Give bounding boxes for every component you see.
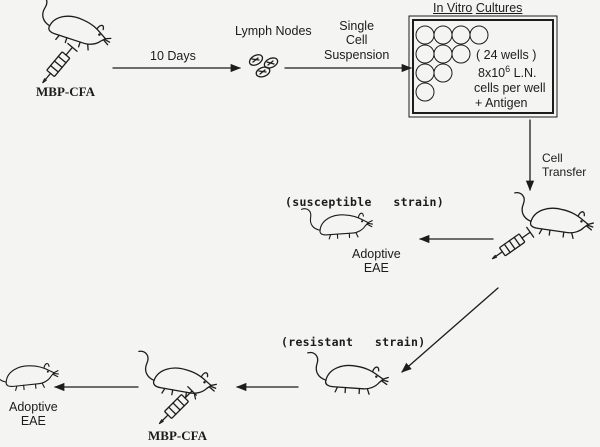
in-vitro-cultures-title: In Vitro Cultures xyxy=(433,1,522,15)
cells-count-base: 8x10 xyxy=(478,66,506,81)
lymph-nodes-label: Lymph Nodes xyxy=(235,24,312,38)
syringe-top-icon xyxy=(37,42,78,88)
cells-count-exponent: 6 xyxy=(505,64,511,74)
resistant-strain-label: (resistant strain) xyxy=(281,335,426,349)
susceptible-strain-label: (susceptible strain) xyxy=(285,195,444,209)
syringe-transfer-icon xyxy=(488,226,535,265)
mbp-cfa-bottom-label: MBP-CFA xyxy=(148,428,207,443)
cultures-label: Cultures xyxy=(475,1,523,15)
in-vitro-label: In Vitro xyxy=(433,1,473,15)
mouse-susceptible-icon xyxy=(300,203,374,242)
mouse-recipient-icon xyxy=(508,191,597,242)
mouse-eae-bottom-icon xyxy=(0,353,61,394)
adoptive-eae-bottom-label: Adoptive EAE xyxy=(9,400,58,429)
cells-count-label: 8x106 L.N. xyxy=(478,64,537,81)
cell-transfer-label: Cell Transfer xyxy=(542,151,587,179)
cells-per-well-label: cells per well xyxy=(474,81,546,95)
arrow-to-resistant xyxy=(401,287,499,373)
cells-count-unit: L.N. xyxy=(510,66,537,81)
mouse-resistant-icon xyxy=(304,351,391,397)
lymph-nodes-icon xyxy=(248,54,279,78)
mbp-cfa-top-label: MBP-CFA xyxy=(36,84,95,99)
wells-count-label: ( 24 wells ) xyxy=(476,48,537,62)
plus-antigen-label: + Antigen xyxy=(475,96,528,110)
culture-wells xyxy=(415,25,489,102)
single-cell-suspension-label: Single Cell Suspension xyxy=(324,19,390,62)
mouse-injected-bottom-icon xyxy=(131,350,221,403)
adoptive-eae-mid-label: Adoptive EAE xyxy=(352,247,401,276)
ten-days-label: 10 Days xyxy=(150,49,196,63)
culture-plate xyxy=(408,15,558,118)
